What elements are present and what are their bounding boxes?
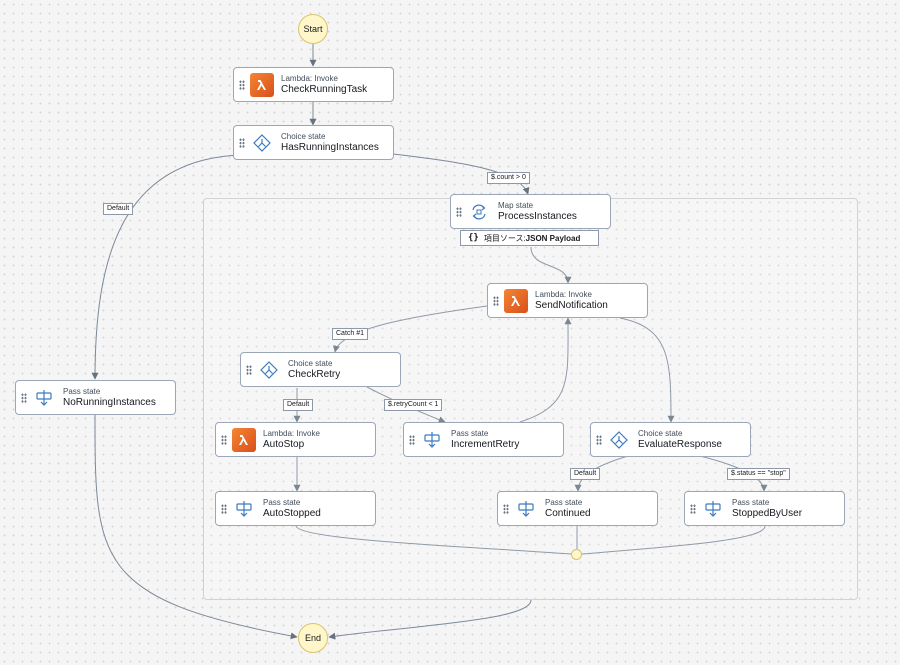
- state-continued[interactable]: Pass state Continued: [497, 491, 658, 526]
- state-check-running-task[interactable]: Lambda: Invoke CheckRunningTask: [233, 67, 394, 102]
- drag-handle-icon[interactable]: [221, 434, 227, 445]
- state-name-label: Continued: [545, 507, 591, 519]
- lambda-icon: [504, 288, 528, 313]
- edge-label-retry-count: $.retryCount < 1: [384, 399, 443, 412]
- state-type-label: Map state: [498, 200, 534, 210]
- state-name-label: CheckRunningTask: [281, 83, 368, 95]
- state-name-label: IncrementRetry: [451, 438, 520, 450]
- state-name-label: AutoStop: [263, 438, 305, 450]
- state-has-running-instances[interactable]: Choice state HasRunningInstances: [233, 125, 394, 160]
- edge-label-catch-1: Catch #1: [332, 328, 369, 341]
- state-name-label: StoppedByUser: [732, 507, 803, 519]
- state-send-notification[interactable]: Lambda: Invoke SendNotification: [487, 283, 648, 318]
- choice-icon: [257, 358, 281, 382]
- edge-label-default-retry: Default: [283, 399, 314, 412]
- pass-icon: [32, 386, 56, 410]
- state-stopped-by-user[interactable]: Pass state StoppedByUser: [684, 491, 845, 526]
- state-name-label: CheckRetry: [288, 368, 341, 380]
- map-iteration-container: [203, 198, 858, 600]
- state-type-label: Pass state: [732, 497, 770, 507]
- state-name-label: EvaluateResponse: [638, 438, 722, 450]
- drag-handle-icon[interactable]: [246, 364, 252, 375]
- lambda-icon: [250, 72, 274, 97]
- drag-handle-icon[interactable]: [239, 137, 245, 148]
- drag-handle-icon[interactable]: [503, 503, 509, 514]
- drag-handle-icon[interactable]: [690, 503, 696, 514]
- pass-icon: [514, 497, 538, 521]
- state-type-label: Pass state: [263, 497, 301, 507]
- state-type-label: Choice state: [638, 428, 683, 438]
- braces-icon: {}: [468, 233, 479, 243]
- pass-icon: [701, 497, 725, 521]
- start-node[interactable]: Start: [298, 14, 328, 44]
- drag-handle-icon[interactable]: [456, 206, 462, 217]
- state-type-label: Pass state: [451, 428, 489, 438]
- state-evaluate-response[interactable]: Choice state EvaluateResponse: [590, 422, 751, 457]
- choice-icon: [250, 131, 274, 155]
- drag-handle-icon[interactable]: [21, 392, 27, 403]
- edge-label-status-stop: $.status == "stop": [727, 468, 790, 481]
- state-name-label: ProcessInstances: [498, 210, 577, 222]
- state-type-label: Choice state: [288, 358, 333, 368]
- choice-icon: [607, 428, 631, 452]
- state-type-label: Pass state: [545, 497, 583, 507]
- state-type-label: Choice state: [281, 131, 326, 141]
- item-source-value: JSON Payload: [525, 233, 581, 243]
- edge-label-count-gt-zero: $.count > 0: [487, 172, 530, 185]
- state-auto-stop[interactable]: Lambda: Invoke AutoStop: [215, 422, 376, 457]
- drag-handle-icon[interactable]: [596, 434, 602, 445]
- start-label: Start: [303, 24, 323, 34]
- state-name-label: HasRunningInstances: [281, 141, 379, 153]
- state-type-label: Lambda: Invoke: [281, 73, 338, 83]
- state-increment-retry[interactable]: Pass state IncrementRetry: [403, 422, 564, 457]
- map-item-source: {} 項目ソース: JSON Payload: [460, 230, 599, 246]
- end-node[interactable]: End: [298, 623, 328, 653]
- edge-label-default-evaluate: Default: [570, 468, 601, 481]
- state-name-label: NoRunningInstances: [63, 396, 156, 408]
- state-check-retry[interactable]: Choice state CheckRetry: [240, 352, 401, 387]
- pass-icon: [232, 497, 256, 521]
- pass-icon: [420, 428, 444, 452]
- end-label: End: [304, 633, 321, 643]
- edge-label-default-main: Default: [103, 203, 134, 216]
- drag-handle-icon[interactable]: [221, 503, 227, 514]
- state-no-running-instances[interactable]: Pass state NoRunningInstances: [15, 380, 176, 415]
- state-type-label: Lambda: Invoke: [263, 428, 320, 438]
- edge-map-to-end: [328, 599, 532, 640]
- drag-handle-icon[interactable]: [239, 79, 245, 90]
- drag-handle-icon[interactable]: [493, 295, 499, 306]
- drag-handle-icon[interactable]: [409, 434, 415, 445]
- state-process-instances[interactable]: Map state ProcessInstances: [450, 194, 611, 229]
- item-source-prefix: 項目ソース:: [483, 233, 526, 243]
- state-name-label: SendNotification: [535, 299, 608, 311]
- state-type-label: Pass state: [63, 386, 101, 396]
- lambda-icon: [232, 427, 256, 452]
- state-name-label: AutoStopped: [263, 507, 321, 519]
- map-icon: [467, 200, 491, 224]
- state-type-label: Lambda: Invoke: [535, 289, 592, 299]
- join-node: [571, 549, 582, 560]
- state-auto-stopped[interactable]: Pass state AutoStopped: [215, 491, 376, 526]
